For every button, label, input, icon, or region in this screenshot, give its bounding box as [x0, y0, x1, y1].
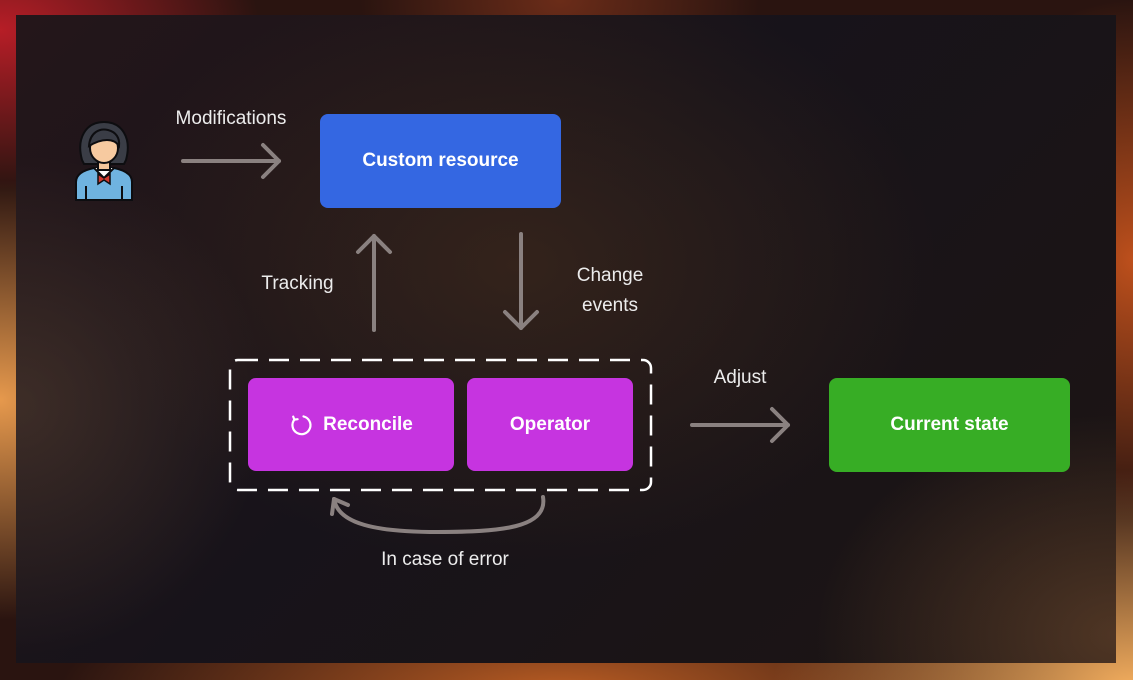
adjust-label: Adjust [713, 367, 767, 388]
current-state-label: Current state [890, 414, 1009, 435]
error-loop-label: In case of error [381, 549, 509, 570]
current-state-node: Current state [829, 378, 1070, 472]
change-events-label-line1: Change [576, 265, 644, 286]
modifications-label: Modifications [175, 108, 287, 129]
diagram-panel [16, 15, 1116, 663]
user-icon [75, 120, 133, 201]
operator-node: Operator [467, 378, 633, 471]
custom-resource-label: Custom resource [362, 150, 519, 171]
reconcile-node: Reconcile [248, 378, 454, 471]
refresh-icon [291, 414, 312, 435]
custom-resource-node: Custom resource [320, 114, 561, 208]
change-events-label-line2: events [582, 295, 638, 316]
reconcile-label: Reconcile [323, 413, 413, 435]
tracking-label: Tracking [261, 273, 334, 294]
operator-label: Operator [509, 413, 591, 435]
